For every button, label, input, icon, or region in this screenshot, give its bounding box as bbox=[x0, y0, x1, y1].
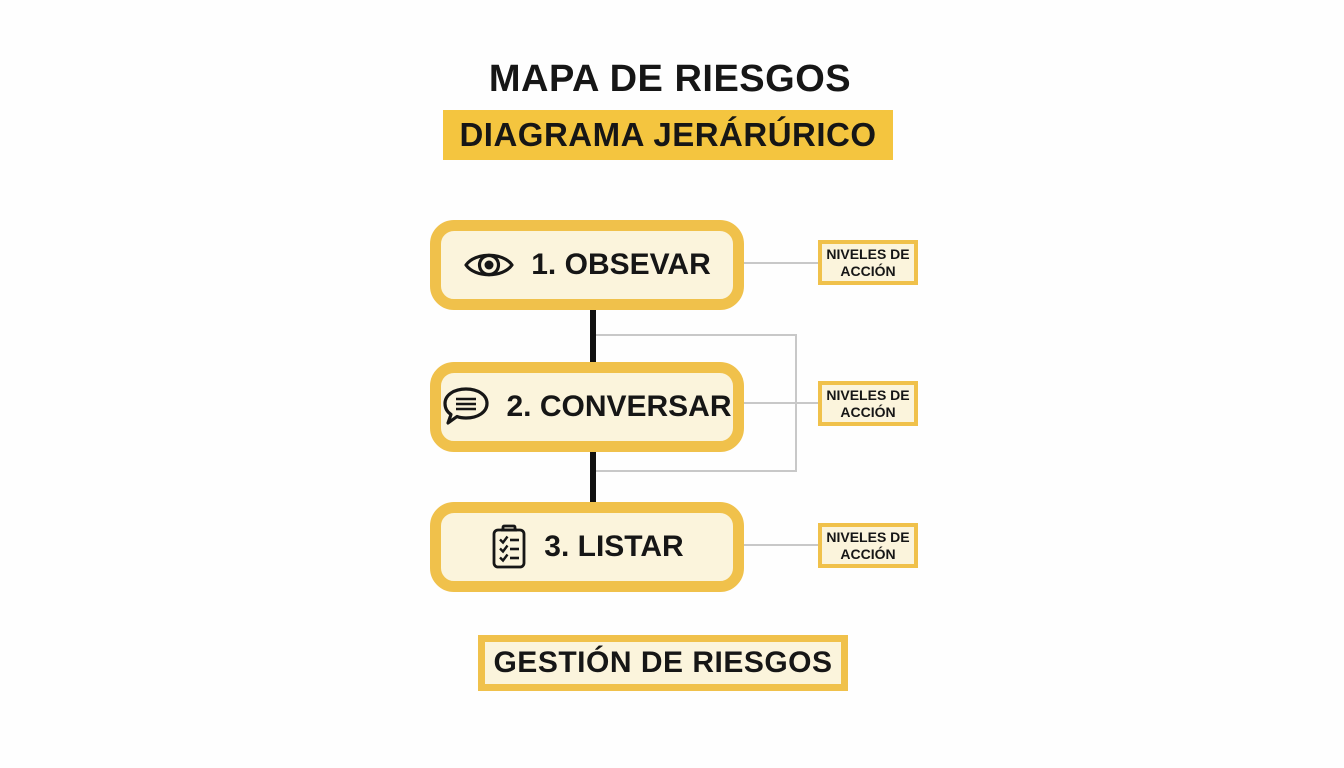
node-label: 2. CONVERSAR bbox=[506, 390, 732, 423]
connector-bracket-top bbox=[596, 334, 797, 336]
footer-banner: GESTIÓN DE RIESGOS bbox=[478, 635, 848, 691]
connector-conversar-listar bbox=[590, 450, 596, 504]
checklist-clipboard-icon bbox=[490, 523, 528, 571]
connector-bracket-bottom bbox=[596, 470, 797, 472]
connector-observar-conversar bbox=[590, 310, 596, 364]
side-box-label: NIVELES DE ACCIÓN bbox=[826, 386, 910, 420]
node-label: 3. LISTAR bbox=[544, 530, 684, 563]
subtitle-banner: DIAGRAMA JERÁRÚRICO bbox=[443, 110, 893, 160]
footer-label: GESTIÓN DE RIESGOS bbox=[493, 646, 833, 679]
page-title: MAPA DE RIESGOS bbox=[488, 58, 852, 100]
connector-observar-niveles bbox=[744, 262, 818, 264]
speech-bubble-icon bbox=[442, 385, 490, 429]
node-conversar: 2. CONVERSAR bbox=[430, 362, 744, 452]
side-box-label: NIVELES DE ACCIÓN bbox=[826, 528, 910, 562]
connector-conversar-niveles bbox=[744, 402, 818, 404]
node-observar: 1. OBSEVAR bbox=[430, 220, 744, 310]
side-box-niveles-3: NIVELES DE ACCIÓN bbox=[818, 523, 918, 568]
side-box-label: NIVELES DE ACCIÓN bbox=[826, 245, 910, 279]
connector-listar-niveles bbox=[744, 544, 818, 546]
node-label: 1. OBSEVAR bbox=[531, 248, 711, 281]
side-box-niveles-2: NIVELES DE ACCIÓN bbox=[818, 381, 918, 426]
node-listar: 3. LISTAR bbox=[430, 502, 744, 592]
side-box-niveles-1: NIVELES DE ACCIÓN bbox=[818, 240, 918, 285]
eye-icon bbox=[463, 247, 515, 283]
